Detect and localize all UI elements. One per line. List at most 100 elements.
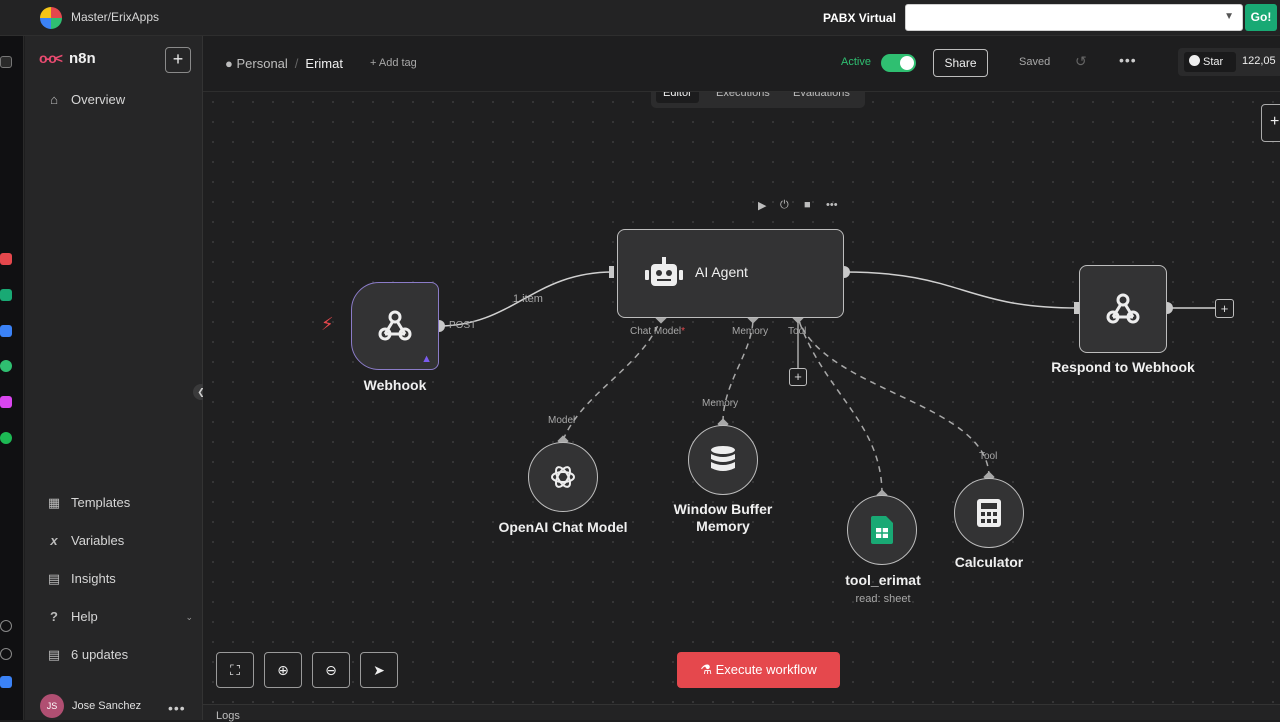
sidebar-item-overview[interactable]: ⌂Overview	[45, 90, 125, 110]
dock-app-icon[interactable]	[0, 620, 12, 632]
sidebar-item-insights[interactable]: ▤ Insights	[45, 569, 116, 589]
node-webhook-label: Webhook	[363, 377, 427, 393]
connection-agent-respond	[843, 271, 1079, 309]
sheets-icon	[871, 516, 893, 544]
node-openai-chat-model[interactable]	[528, 442, 598, 512]
github-icon	[1189, 55, 1200, 66]
fit-view-button[interactable]: ⛶	[216, 652, 254, 688]
connection-memory-agent	[722, 317, 754, 423]
zoom-in-icon: ⊕	[277, 662, 289, 678]
tidy-up-button[interactable]: ➤	[360, 652, 398, 688]
share-button[interactable]: Share	[933, 49, 988, 77]
sidebar-item-updates[interactable]: ▤ 6 updates	[45, 645, 128, 665]
add-node-panel-button[interactable]: +	[1261, 104, 1280, 142]
required-marker: *	[681, 326, 686, 337]
github-star-button[interactable]: Star	[1184, 52, 1236, 72]
insights-icon: ▤	[47, 571, 61, 586]
node-memory-label: Window Buffer Memory	[643, 501, 803, 535]
pin-icon: ▲	[421, 353, 432, 365]
pabx-select[interactable]: ▼	[905, 4, 1243, 31]
node-calculator[interactable]	[954, 478, 1024, 548]
more-icon[interactable]: •••	[826, 199, 838, 211]
node-memory-label-line2: Memory	[696, 518, 750, 534]
sidebar-item-label: Insights	[71, 571, 116, 586]
active-toggle[interactable]	[881, 54, 916, 72]
node-window-buffer-memory[interactable]	[688, 425, 758, 495]
node-calculator-label: Calculator	[954, 554, 1024, 570]
port-chat-model-text: Chat Model	[630, 326, 682, 337]
tab-evaluations[interactable]: Evaluations	[793, 92, 850, 99]
add-tag-button[interactable]: + Add tag	[370, 57, 417, 69]
dock-app-icon[interactable]	[0, 676, 12, 688]
github-star-widget[interactable]: Star 122,05	[1178, 48, 1280, 76]
breadcrumb-separator: /	[294, 56, 299, 71]
more-icon[interactable]: •••	[168, 700, 186, 716]
breadcrumb-scope[interactable]: Personal	[236, 56, 288, 71]
dock-app-icon[interactable]	[0, 325, 12, 337]
history-icon[interactable]: ↺	[1075, 53, 1087, 69]
play-icon[interactable]: ▶	[758, 200, 767, 212]
chevron-down-icon: ▼	[1224, 11, 1234, 22]
node-ai-agent[interactable]: AI Agent	[617, 229, 844, 318]
sidebar-item-help[interactable]: ?Help ⌄	[45, 607, 195, 627]
sidebar-item-templates[interactable]: ▦Templates	[45, 493, 130, 513]
workspace-breadcrumb[interactable]: Master/ErixApps	[71, 10, 160, 24]
browser-bar: Master/ErixApps PABX Virtual ▼ Go!	[0, 0, 1280, 36]
logs-panel[interactable]: Logs	[203, 704, 1280, 722]
dock-app-icon[interactable]	[0, 289, 12, 301]
webhook-method-label: POST	[449, 320, 477, 331]
dock-app-icon[interactable]	[0, 396, 12, 408]
home-icon: ⌂	[50, 92, 58, 107]
trash-icon[interactable]: ■	[804, 199, 811, 211]
input-port	[609, 266, 614, 278]
node-webhook[interactable]: ▲	[351, 282, 439, 370]
dock-app-icon[interactable]	[0, 360, 12, 372]
more-icon[interactable]: •••	[1119, 52, 1137, 68]
node-tool-erimat[interactable]	[847, 495, 917, 565]
zoom-out-button[interactable]: ⊖	[312, 652, 350, 688]
dock-app-icon[interactable]	[0, 432, 12, 444]
connections-layer	[433, 266, 1215, 501]
webhook-icon	[378, 310, 412, 341]
n8n-brand[interactable]: o-o<n8n	[39, 50, 96, 67]
node-tool-erimat-subtitle: read: sheet	[855, 593, 911, 605]
saved-status: Saved	[1019, 56, 1051, 68]
help-icon: ?	[50, 609, 58, 624]
power-icon[interactable]: ⏻	[780, 199, 789, 211]
workflow-canvas[interactable]: Editor Executions Evaluations + ⚡ ▲ Webh…	[203, 92, 1280, 704]
dock-app-icon[interactable]	[0, 648, 12, 660]
add-node-button[interactable]: +	[1215, 299, 1234, 318]
person-icon: ●	[225, 56, 233, 71]
user-name: Jose Sanchez	[72, 699, 142, 712]
sidebar-item-label: Help	[71, 609, 98, 624]
flask-icon: ⚗	[700, 662, 712, 677]
node-respond-label: Respond to Webhook	[1051, 359, 1195, 375]
tab-editor[interactable]: Editor	[656, 92, 699, 103]
gift-icon: ▤	[47, 647, 61, 662]
sidebar-item-label: 6 updates	[71, 647, 129, 662]
sidebar-item-variables[interactable]: x Variables	[45, 531, 124, 551]
workspace-logo-icon	[40, 7, 62, 29]
node-toolbar: ▶ ⏻ ■ •••	[756, 199, 846, 215]
port-memory-label: Memory	[732, 326, 769, 337]
node-respond-to-webhook[interactable]	[1079, 265, 1167, 353]
port-memory-input-label: Memory	[702, 398, 739, 409]
dock-app-icon[interactable]	[0, 56, 12, 68]
trigger-bolt-icon: ⚡	[321, 314, 334, 334]
workflow-name[interactable]: Erimat	[305, 56, 343, 71]
variables-icon: x	[50, 533, 58, 548]
go-button[interactable]: Go!	[1245, 4, 1277, 31]
execute-workflow-label: Execute workflow	[715, 662, 817, 677]
tab-executions[interactable]: Executions	[716, 92, 770, 99]
logs-label: Logs	[216, 710, 240, 722]
dock-app-icon[interactable]	[0, 253, 12, 265]
webhook-icon	[1106, 293, 1140, 324]
add-tool-button[interactable]: +	[789, 368, 807, 386]
execute-workflow-button[interactable]: ⚗ Execute workflow	[677, 652, 840, 688]
port-tool-input-label: Tool	[979, 451, 998, 462]
zoom-in-button[interactable]: ⊕	[264, 652, 302, 688]
create-button[interactable]: +	[165, 47, 191, 73]
openai-icon	[551, 466, 575, 488]
sidebar-item-label: Variables	[71, 533, 125, 548]
